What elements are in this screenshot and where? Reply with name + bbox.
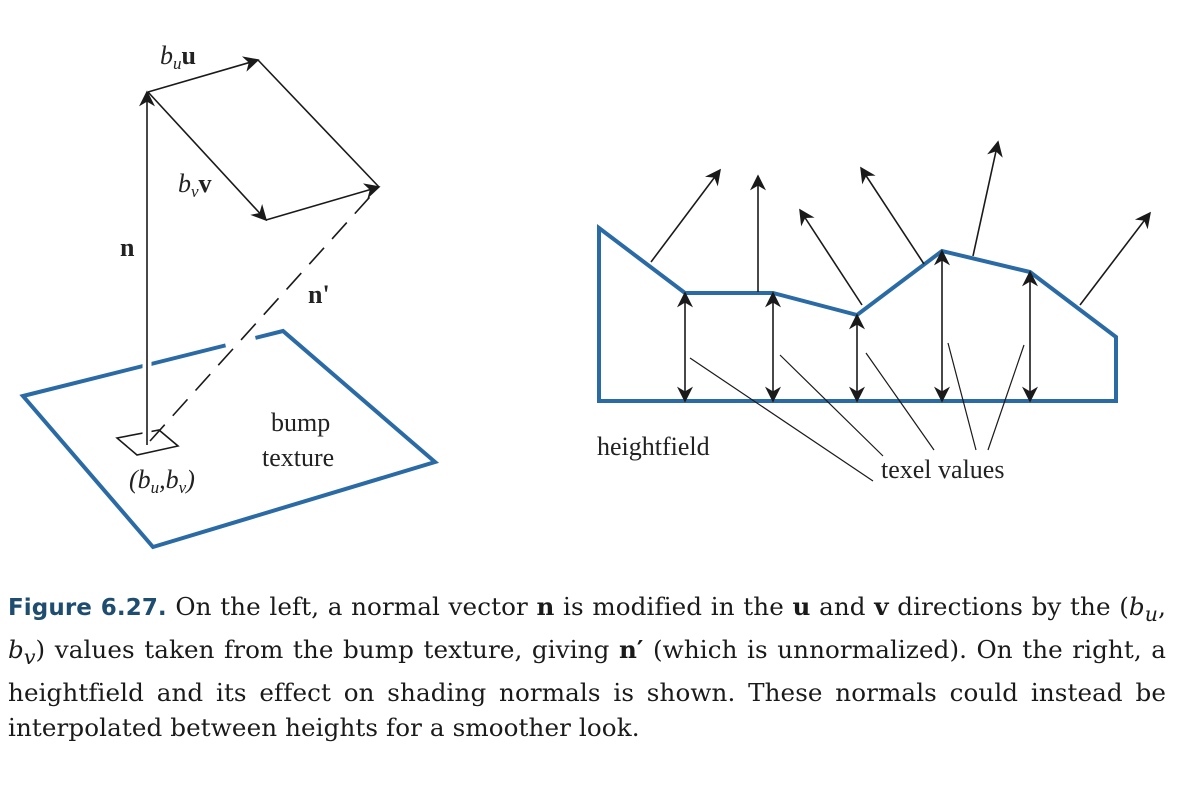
caption-text: On the left, a normal vector [166, 592, 537, 621]
normal-arrow [972, 140, 1003, 257]
label-n: n [120, 233, 135, 262]
caption-vector-v: v [874, 592, 889, 621]
figure-diagrams: buu bvv n n' bump texture (bu,bv) [19, 41, 1151, 550]
label-bu-u: buu [160, 41, 196, 73]
left-diagram: buu bvv n n' bump texture (bu,bv) [19, 41, 440, 550]
label-texel-values: texel values [881, 455, 1004, 484]
texel-height-arrows [677, 249, 1038, 403]
label-texture: texture [262, 443, 334, 472]
label-bv-v: bvv [178, 169, 212, 201]
caption-text: (which is unnormalized). On the right, a… [8, 634, 1167, 742]
perturbed-normal-n-prime [149, 188, 378, 442]
bu-u-vector [147, 56, 260, 93]
label-bump: bump [271, 408, 330, 437]
caption-vector-u: u [792, 592, 811, 621]
caption-text: and [810, 592, 875, 621]
figure-label: Figure 6.27. [8, 595, 167, 621]
parallelogram-side-bottom [265, 183, 381, 221]
bump-texture-plane [19, 328, 440, 550]
label-bu-bv-coords: (bu,bv) [129, 465, 195, 497]
right-diagram: heightfield texel values [597, 140, 1151, 484]
figure-caption: Figure 6.27. On the left, a normal vecto… [8, 592, 1167, 742]
caption-text: ) values taken from the bump texture, gi… [35, 634, 619, 664]
label-n-prime: n' [308, 280, 330, 309]
normal-arrow [650, 168, 721, 263]
texel-leader-lines [689, 342, 1025, 482]
label-heightfield: heightfield [597, 432, 710, 461]
caption-vector-n: n [536, 592, 555, 621]
caption-bu: bu [1128, 592, 1159, 626]
caption-text: directions by the ( [888, 592, 1129, 621]
parallelogram-side-right [257, 59, 380, 188]
normal-arrow [860, 166, 925, 265]
normal-arrow [799, 208, 863, 306]
bv-v-vector [147, 91, 268, 222]
caption-text: is modified in the [554, 592, 793, 621]
caption-bv: bv [8, 634, 36, 669]
shading-normals [650, 140, 1151, 306]
normal-arrow [1079, 211, 1151, 306]
caption-vector-n-prime: n′ [618, 634, 644, 664]
